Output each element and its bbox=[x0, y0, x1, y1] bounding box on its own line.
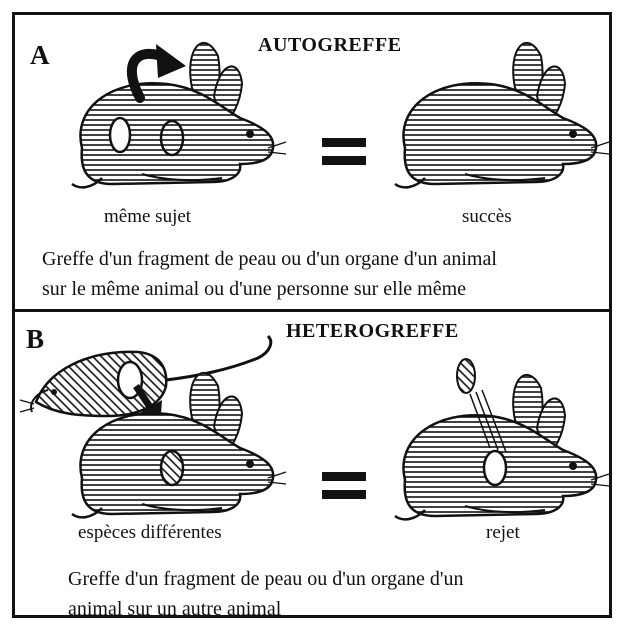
panel-b-left-label: espèces différentes bbox=[78, 522, 222, 544]
panel-b-caption: Greffe d'un fragment de peau ou d'un org… bbox=[68, 564, 628, 624]
equals-sign-b bbox=[322, 472, 366, 499]
panel-b-title: HETEROGREFFE bbox=[286, 320, 459, 343]
rabbit-b-right bbox=[395, 375, 609, 519]
panel-a-title: AUTOGREFFE bbox=[258, 34, 402, 57]
rabbit-a-right bbox=[395, 43, 609, 187]
panel-b-caption-line1: Greffe d'un fragment de peau ou d'un org… bbox=[68, 564, 628, 594]
panel-a-caption: Greffe d'un fragment de peau ou d'un org… bbox=[42, 244, 602, 304]
panel-b-letter: B bbox=[26, 324, 44, 355]
panel-b-caption-line2: animal sur un autre animal bbox=[68, 594, 628, 624]
panel-a-letter: A bbox=[30, 40, 50, 71]
panel-a-caption-line2: sur le même animal ou d'une personne sur… bbox=[42, 274, 602, 304]
panel-a-left-label: même sujet bbox=[104, 206, 191, 228]
panel-a-caption-line1: Greffe d'un fragment de peau ou d'un org… bbox=[42, 244, 602, 274]
panel-b-right-label: rejet bbox=[486, 522, 520, 544]
panel-a-right-label: succès bbox=[462, 206, 512, 228]
equals-sign-a bbox=[322, 138, 366, 165]
